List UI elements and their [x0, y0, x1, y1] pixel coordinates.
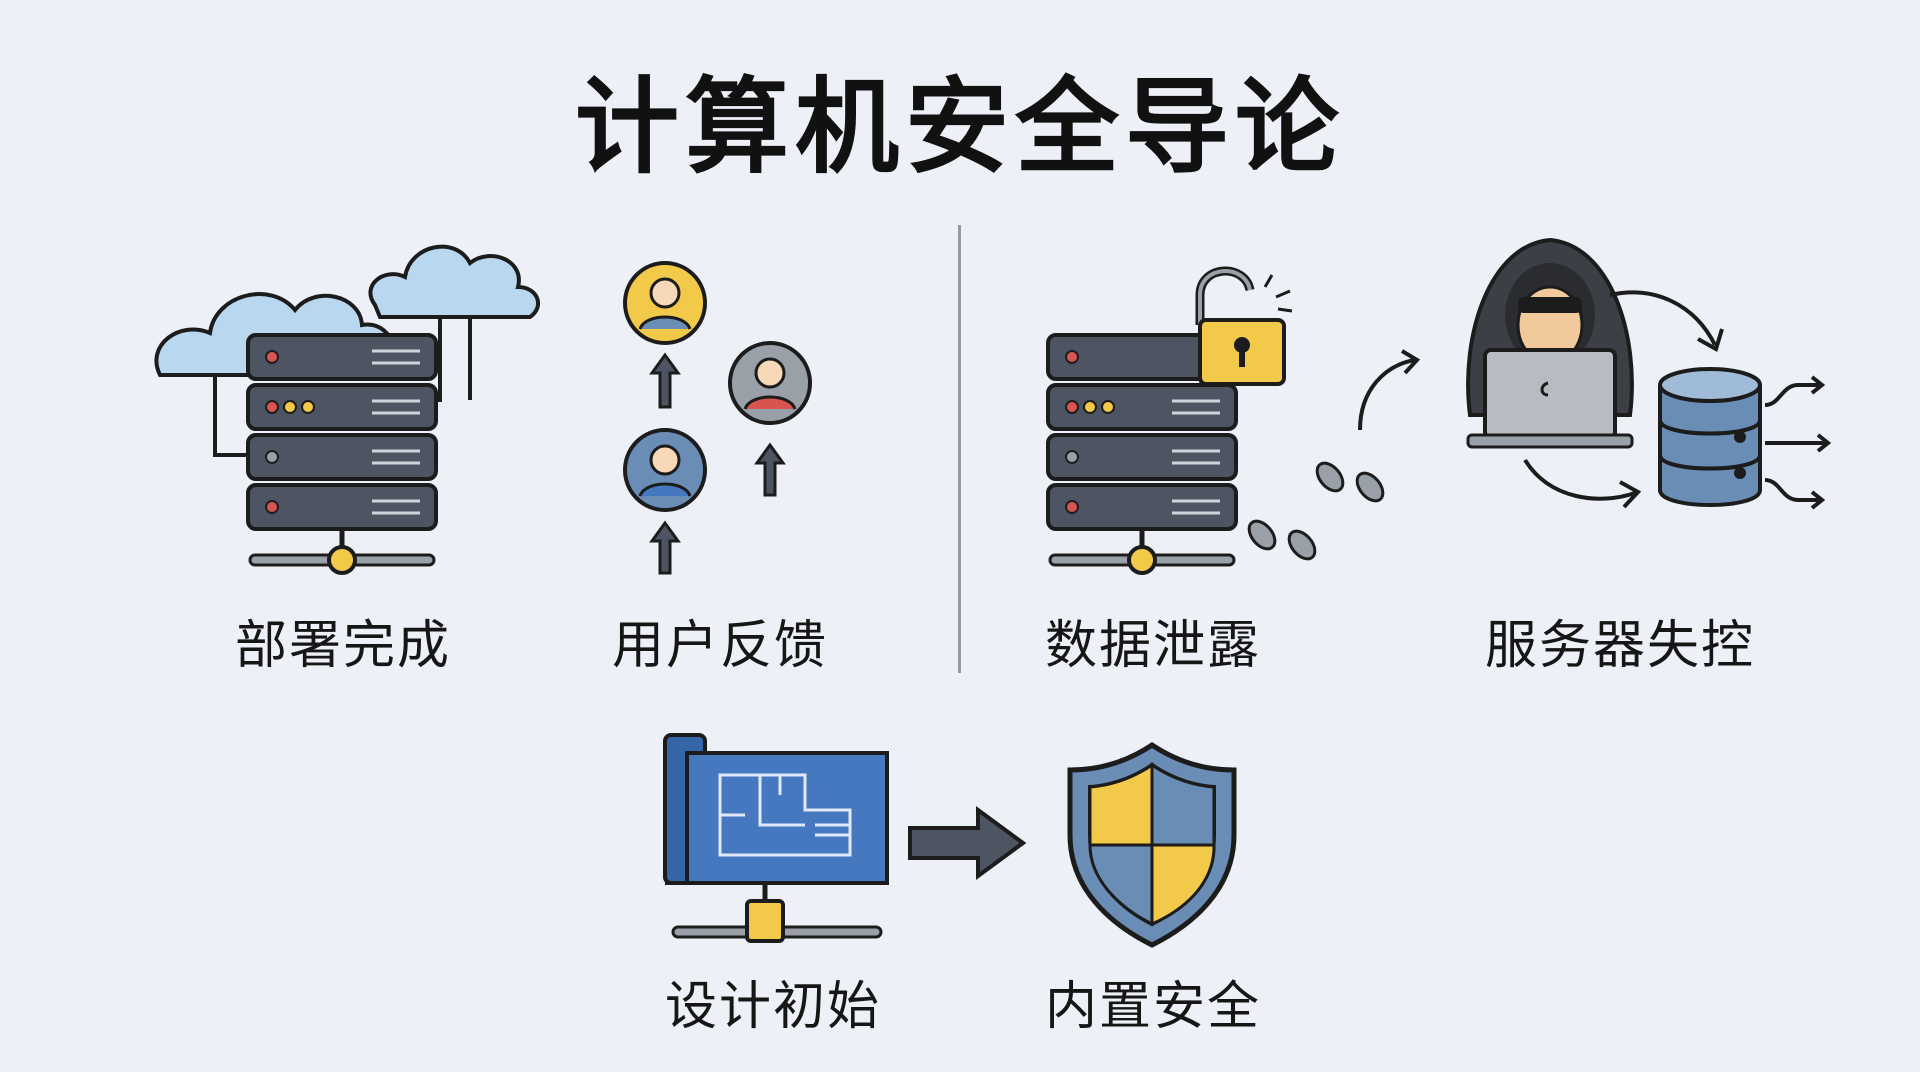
label-server-lost: 服务器失控 [1484, 616, 1755, 676]
arrow-right-icon [908, 806, 1027, 880]
unlocked-padlock-icon [1195, 266, 1293, 386]
blueprint-icon [663, 733, 889, 943]
user-avatar-blue [623, 428, 707, 512]
arrow-up-icon [649, 520, 681, 575]
label-built-in-security: 内置安全 [1044, 977, 1261, 1037]
hacker-icon [1466, 237, 1832, 510]
page-title: 计算机安全导论 [574, 66, 1345, 188]
cloud-server-icon [154, 244, 541, 575]
cloud-small-icon [368, 244, 541, 319]
user-avatar-red [728, 341, 812, 425]
user-avatar-yellow [623, 261, 707, 345]
arrow-up-icon [649, 352, 681, 409]
shield-icon [1067, 741, 1237, 948]
user-feedback-icon [623, 261, 812, 575]
label-deployment: 部署完成 [234, 616, 451, 676]
label-design-start: 设计初始 [664, 977, 881, 1037]
label-user-feedback: 用户反馈 [611, 616, 828, 676]
footprints-icon [1247, 461, 1385, 561]
arrow-up-icon [754, 442, 786, 497]
vertical-divider [958, 225, 961, 673]
database-icon [1658, 367, 1762, 507]
label-data-breach: 数据泄露 [1044, 616, 1261, 676]
data-breach-icon [1046, 266, 1421, 575]
